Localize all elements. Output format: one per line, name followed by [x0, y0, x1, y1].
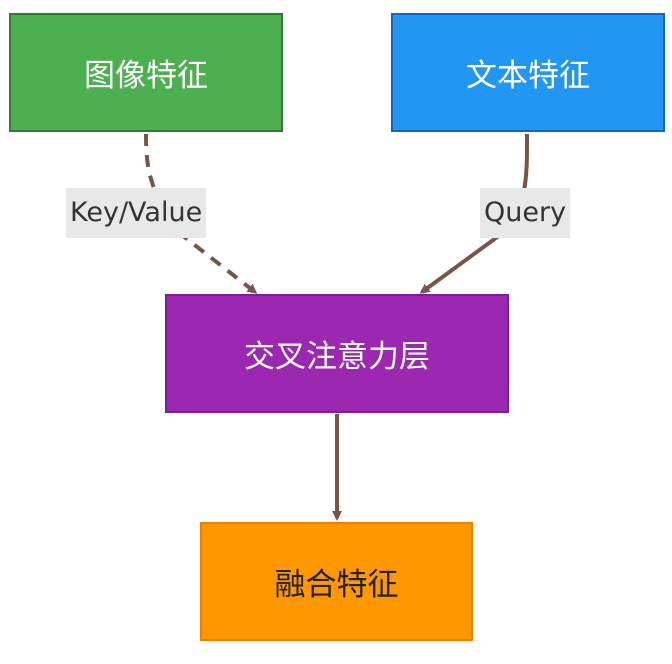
- edge-image-to-cross: [144, 133, 258, 294]
- image-features-node: 图像特征: [9, 13, 283, 132]
- query-edge-label: Query: [480, 188, 571, 238]
- image-features-label: 图像特征: [84, 58, 208, 94]
- key-value-edge-label: Key/Value: [66, 188, 207, 238]
- cross-attention-label: 交叉注意力层: [244, 339, 430, 375]
- text-features-node: 文本特征: [391, 13, 665, 132]
- fused-features-node: 融合特征: [200, 522, 473, 641]
- text-features-label: 文本特征: [466, 58, 590, 94]
- fused-features-label: 融合特征: [274, 567, 399, 603]
- cross-attention-node: 交叉注意力层: [165, 294, 509, 413]
